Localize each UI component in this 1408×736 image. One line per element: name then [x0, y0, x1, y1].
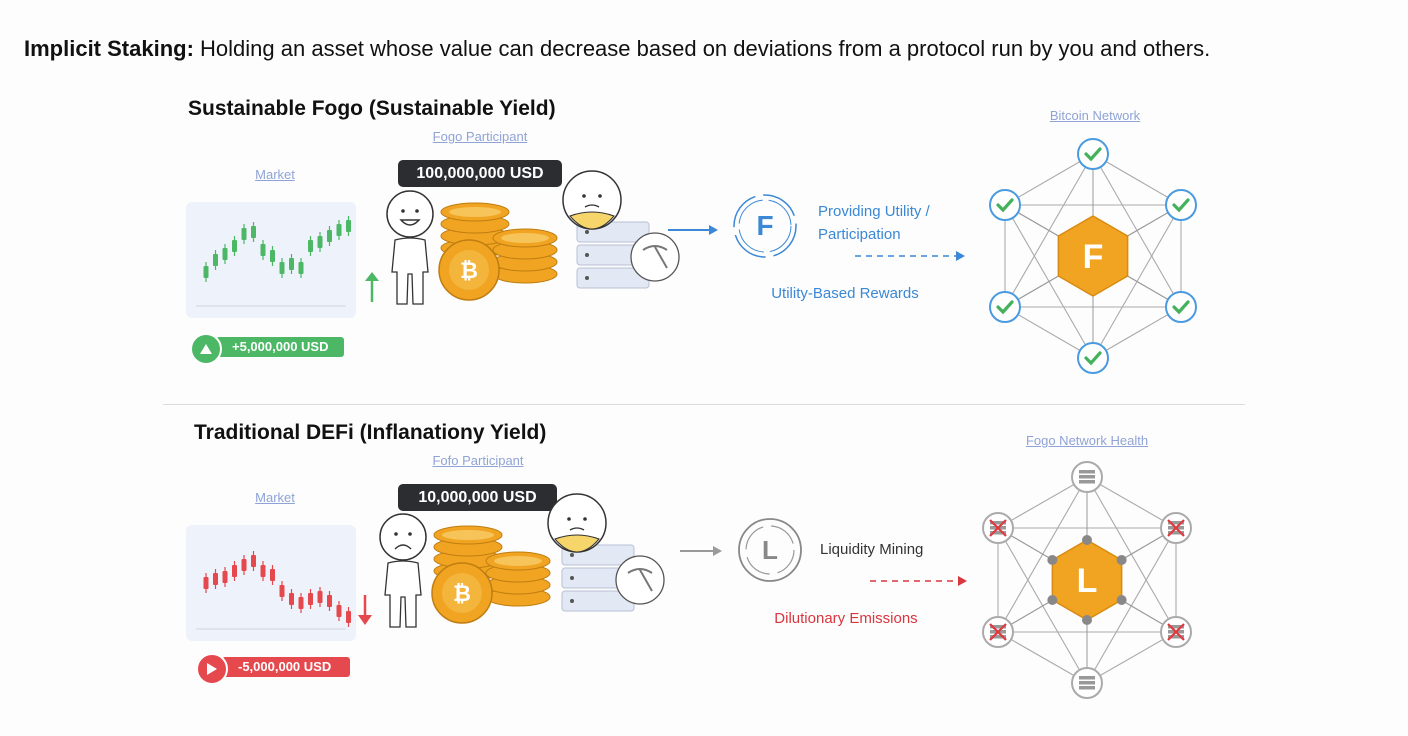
dashed-arrow	[870, 576, 967, 586]
svg-text:F: F	[756, 210, 773, 241]
candle-body	[308, 593, 313, 605]
candle-body	[232, 565, 237, 577]
reward-label: Utility-Based Rewards	[771, 285, 919, 302]
dashed-arrow	[855, 251, 965, 261]
candle-body	[232, 240, 237, 252]
hexagon-core	[1057, 215, 1129, 297]
svg-text:F: F	[1083, 238, 1104, 276]
participant-link[interactable]: Fofo Participant	[432, 453, 524, 468]
flow-arrow	[668, 225, 718, 235]
bitcoin-coins-icon: ₿	[431, 525, 551, 624]
candle-body	[241, 559, 247, 571]
arrow-up-icon	[365, 272, 379, 302]
svg-text:₿: ₿	[460, 258, 478, 283]
check-node-icon	[1077, 342, 1109, 374]
server-node-icon	[1071, 667, 1103, 699]
headline-definition: Holding an asset whose value can decreas…	[193, 36, 1211, 61]
candle-body	[203, 266, 209, 278]
candle-body	[346, 611, 351, 623]
sad-person-icon	[379, 513, 427, 628]
candle-body	[213, 254, 218, 266]
candle-body	[346, 220, 351, 232]
mechanism-label: Participation	[818, 226, 901, 243]
failed-node-icon	[982, 616, 1014, 648]
candlestick-chart	[196, 216, 351, 307]
value-change-badge: -5,000,000 USD	[222, 657, 350, 677]
bitcoin-coins-icon: ₿	[438, 202, 558, 301]
candle-body	[317, 236, 323, 248]
mechanism-label: Providing Utility /	[818, 203, 930, 220]
candle-body	[308, 240, 313, 252]
svg-text:L: L	[762, 535, 778, 565]
candle-body	[251, 226, 256, 238]
candle-body	[260, 244, 266, 256]
network-link[interactable]: Fogo Network Health	[1025, 433, 1149, 448]
candlestick-chart	[196, 551, 351, 630]
candle-body	[251, 555, 256, 567]
check-node-icon	[1077, 138, 1109, 170]
candle-body	[327, 230, 332, 242]
candle-body	[279, 262, 285, 274]
candle-body	[336, 224, 342, 236]
svg-text:₿: ₿	[453, 581, 471, 606]
holding-value-label: 10,000,000 USD	[398, 484, 557, 511]
candle-body	[260, 565, 266, 577]
candle-body	[222, 571, 228, 583]
headline: Implicit Staking: Holding an asset whose…	[24, 36, 1210, 62]
server-node-icon	[1071, 461, 1103, 493]
flow-arrow	[680, 546, 722, 556]
headline-term: Implicit Staking:	[24, 36, 194, 61]
candle-body	[279, 585, 285, 597]
pickaxe-icon	[615, 555, 665, 605]
participant-link[interactable]: Fogo Participant	[432, 129, 528, 144]
section-title: Traditional DEFi (Inflanationy Yield)	[194, 421, 547, 444]
candle-body	[327, 595, 332, 607]
failed-node-icon	[982, 512, 1014, 544]
market-link[interactable]: Market	[255, 167, 295, 182]
candle-body	[298, 597, 304, 609]
section-divider	[163, 404, 1245, 405]
failed-node-icon	[1160, 616, 1192, 648]
market-link[interactable]: Market	[255, 490, 295, 505]
happy-person-icon	[386, 190, 434, 305]
candle-body	[222, 248, 228, 260]
failed-node-icon	[1160, 512, 1192, 544]
candle-body	[203, 577, 209, 589]
candle-body	[213, 573, 218, 585]
mechanism-label: Liquidity Mining	[820, 541, 924, 558]
candle-body	[270, 250, 275, 262]
candle-body	[298, 262, 304, 274]
play-icon	[196, 653, 228, 685]
value-change-badge: +5,000,000 USD	[216, 337, 344, 357]
check-node-icon	[1165, 189, 1197, 221]
candle-body	[241, 228, 247, 240]
check-node-icon	[989, 189, 1021, 221]
network-graph: L	[982, 461, 1192, 699]
network-link[interactable]: Bitcoin Network	[1049, 108, 1141, 123]
pickaxe-icon	[630, 232, 680, 282]
check-node-icon	[989, 291, 1021, 323]
cycle-f-icon: F	[733, 194, 797, 258]
candle-body	[270, 569, 275, 581]
svg-text:L: L	[1077, 562, 1098, 600]
reward-label: Dilutionary Emissions	[774, 610, 918, 627]
candle-body	[289, 258, 294, 270]
candle-body	[336, 605, 342, 617]
network-graph: F	[989, 138, 1197, 374]
triangle-up-icon	[190, 333, 222, 365]
candle-body	[289, 593, 294, 605]
coin-l-icon: L	[738, 518, 802, 582]
holding-value-label: 100,000,000 USD	[398, 160, 562, 187]
section-title: Sustainable Fogo (Sustainable Yield)	[188, 97, 556, 120]
arrow-down-icon	[358, 595, 372, 625]
candle-body	[317, 591, 323, 603]
server-miner-icon	[547, 493, 665, 612]
server-miner-icon	[562, 170, 680, 289]
check-node-icon	[1165, 291, 1197, 323]
